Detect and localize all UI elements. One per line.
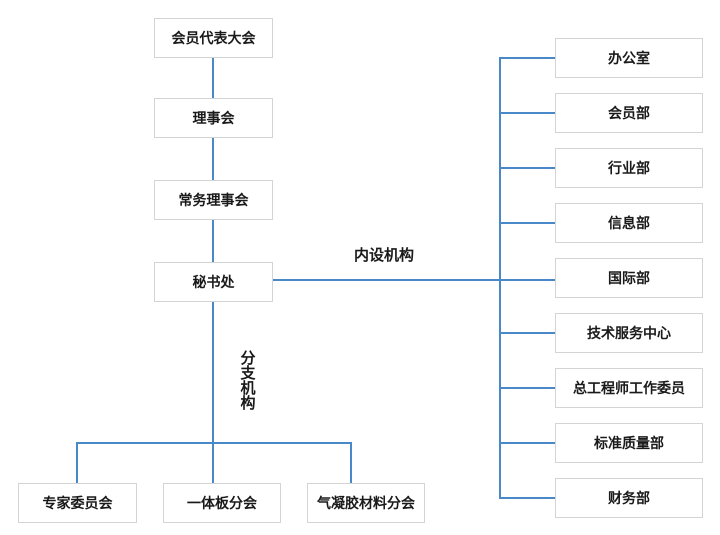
connector-chain-2 — [212, 138, 214, 180]
node-membership-dept: 会员部 — [555, 93, 703, 133]
node-information-dept: 信息部 — [555, 203, 703, 243]
connector-dept-6 — [499, 332, 555, 334]
connector-chain-1 — [212, 58, 214, 98]
connector-branch-drop-3 — [350, 442, 352, 483]
connector-dept-7 — [499, 387, 555, 389]
connector-secretariat-right — [273, 279, 555, 281]
label-internal-departments: 内设机构 — [354, 246, 415, 264]
node-member-congress: 会员代表大会 — [154, 18, 273, 58]
node-office: 办公室 — [555, 38, 703, 78]
connector-dept-2 — [499, 112, 555, 114]
node-international-dept: 国际部 — [555, 258, 703, 298]
connector-dept-1 — [499, 57, 555, 59]
label-branch-organizations: 分支机构 — [240, 349, 256, 412]
connector-branch-trunk — [212, 302, 214, 443]
connector-dept-9 — [499, 497, 555, 499]
node-standards-quality-dept: 标准质量部 — [555, 423, 703, 463]
connector-dept-4 — [499, 222, 555, 224]
node-expert-committee: 专家委员会 — [18, 483, 137, 523]
node-standing-council: 常务理事会 — [154, 180, 273, 220]
connector-right-trunk — [499, 57, 501, 499]
node-integrated-panel-branch: 一体板分会 — [163, 483, 281, 523]
node-finance-dept: 财务部 — [555, 478, 703, 518]
connector-dept-3 — [499, 167, 555, 169]
node-council: 理事会 — [154, 98, 273, 138]
connector-dept-8 — [499, 442, 555, 444]
node-tech-service-center: 技术服务中心 — [555, 313, 703, 353]
node-industry-dept: 行业部 — [555, 148, 703, 188]
node-chief-engineer-committee: 总工程师工作委员 — [555, 368, 703, 408]
connector-chain-3 — [212, 220, 214, 262]
node-secretariat: 秘书处 — [154, 262, 273, 302]
connector-branch-drop-2 — [212, 442, 214, 483]
node-aerogel-materials-branch: 气凝胶材料分会 — [307, 483, 425, 523]
connector-branch-row — [76, 442, 352, 444]
connector-branch-drop-1 — [76, 442, 78, 483]
